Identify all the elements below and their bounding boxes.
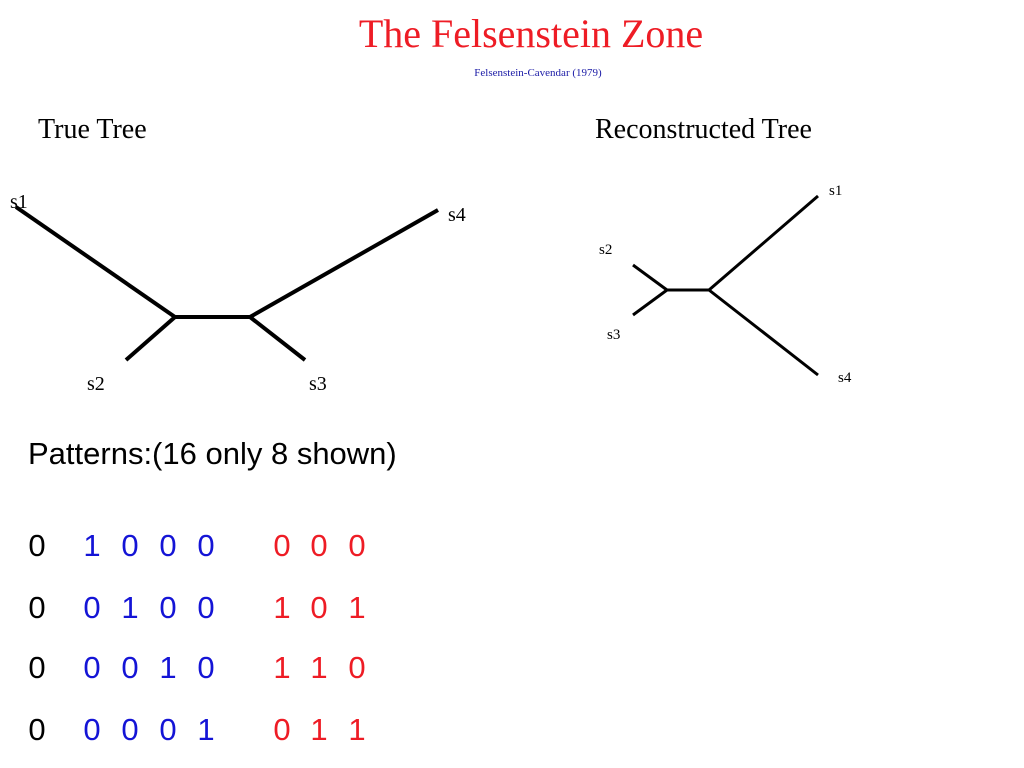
- pattern-cell-red: 0: [273, 712, 291, 747]
- reconstructed-tree-heading: Reconstructed Tree: [595, 114, 812, 145]
- true-tree-branch-s4: [249, 208, 439, 319]
- recon-tree-leaf-s2: s2: [599, 242, 612, 258]
- recon-tree-branch-s1: [708, 194, 819, 292]
- patterns-label: Patterns:(16 only 8 shown): [28, 436, 397, 471]
- true-tree-branch-s2: [124, 315, 177, 362]
- recon-tree-branch-s2: [632, 263, 668, 292]
- page-title: The Felsenstein Zone: [358, 11, 704, 56]
- pattern-cell-blue: 0: [83, 650, 101, 685]
- pattern-cell-blue: 0: [197, 650, 215, 685]
- true-tree-heading: True Tree: [38, 114, 147, 145]
- pattern-cell-red: 1: [310, 650, 328, 685]
- page-subtitle: Felsenstein-Cavendar (1979): [474, 67, 602, 79]
- pattern-cell-blue: 0: [121, 712, 139, 747]
- pattern-cell-red: 0: [348, 650, 366, 685]
- pattern-cell-blue: 1: [83, 528, 101, 563]
- true-tree-leaf-s2: s2: [87, 373, 105, 395]
- true-tree-branch-s1: [14, 205, 177, 319]
- pattern-cell-blue: 0: [159, 528, 177, 563]
- pattern-cell-red: 0: [273, 528, 291, 563]
- true-tree-diagram: s1 s4 s2 s3: [10, 191, 466, 395]
- reconstructed-tree-diagram: s1 s2 s3 s4: [599, 183, 852, 386]
- true-tree-leaf-s1: s1: [10, 191, 28, 213]
- pattern-cell-blue: 0: [159, 590, 177, 625]
- pattern-cell-red: 1: [310, 712, 328, 747]
- pattern-cell-first: 0: [28, 712, 46, 747]
- pattern-cell-blue: 0: [121, 528, 139, 563]
- pattern-row: 0 1 0 0 0 0 0 0: [0, 528, 1024, 568]
- pattern-cell-blue: 0: [197, 590, 215, 625]
- pattern-cell-red: 1: [348, 590, 366, 625]
- pattern-row: 0 0 0 1 0 1 1 0: [0, 650, 1024, 690]
- pattern-cell-red: 1: [273, 650, 291, 685]
- pattern-cell-red: 0: [310, 590, 328, 625]
- recon-tree-leaf-s3: s3: [607, 327, 620, 343]
- pattern-cell-blue: 0: [159, 712, 177, 747]
- pattern-cell-red: 1: [273, 590, 291, 625]
- pattern-cell-red: 1: [348, 712, 366, 747]
- pattern-cell-blue: 0: [83, 590, 101, 625]
- recon-tree-branch-s3: [632, 288, 668, 317]
- pattern-cell-blue: 0: [197, 528, 215, 563]
- pattern-cell-blue: 1: [197, 712, 215, 747]
- pattern-cell-blue: 0: [83, 712, 101, 747]
- true-tree-branch-s3: [248, 315, 307, 362]
- pattern-cell-first: 0: [28, 650, 46, 685]
- true-tree-leaf-s4: s4: [448, 204, 466, 226]
- pattern-row: 0 0 1 0 0 1 0 1: [0, 590, 1024, 630]
- pattern-cell-red: 0: [348, 528, 366, 563]
- recon-tree-branch-s4: [708, 288, 819, 377]
- pattern-cell-red: 0: [310, 528, 328, 563]
- recon-tree-leaf-s4: s4: [838, 370, 852, 386]
- pattern-cell-blue: 1: [121, 590, 139, 625]
- pattern-cell-first: 0: [28, 528, 46, 563]
- pattern-cell-blue: 1: [159, 650, 177, 685]
- pattern-cell-first: 0: [28, 590, 46, 625]
- true-tree-leaf-s3: s3: [309, 373, 327, 395]
- recon-tree-leaf-s1: s1: [829, 183, 842, 199]
- pattern-row: 0 0 0 0 1 0 1 1: [0, 712, 1024, 752]
- pattern-cell-blue: 0: [121, 650, 139, 685]
